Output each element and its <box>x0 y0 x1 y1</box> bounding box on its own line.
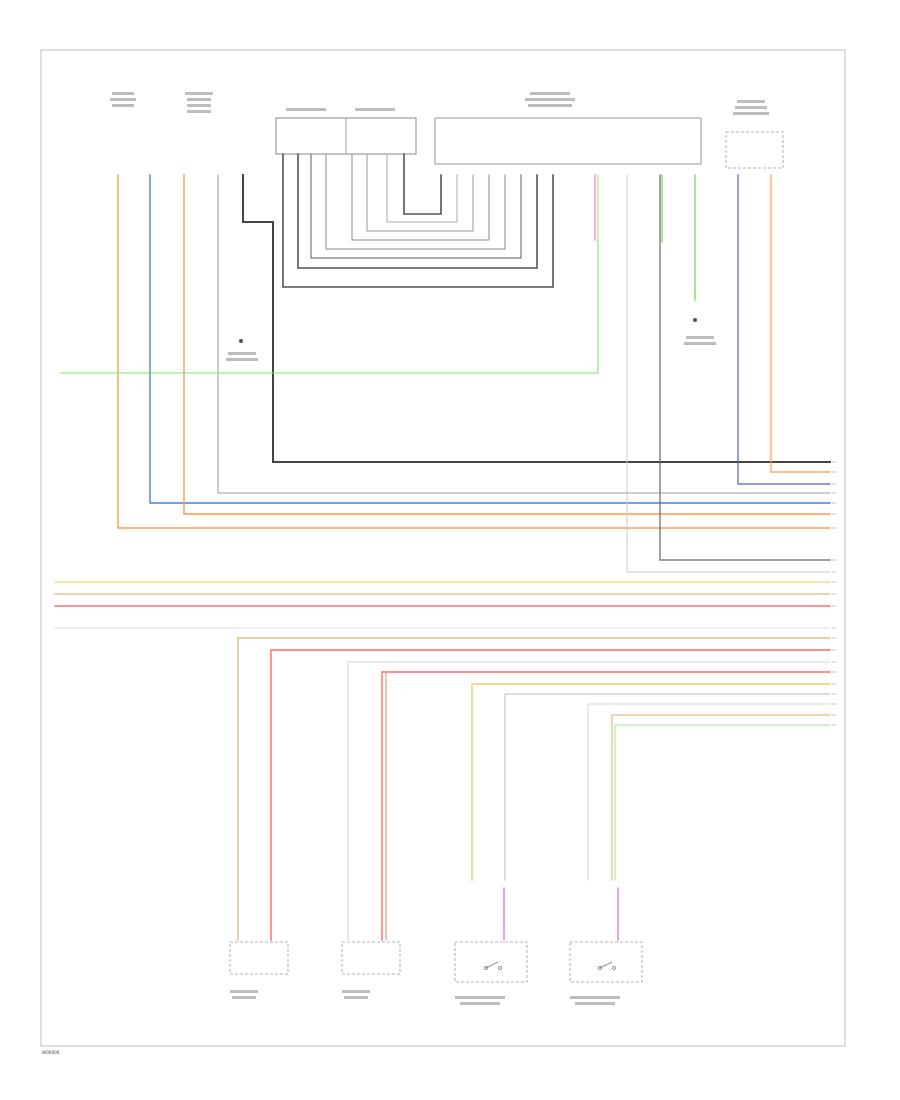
label-mark <box>342 990 370 993</box>
component-box-center <box>434 117 702 165</box>
wire-harness <box>54 153 831 941</box>
label-mark <box>733 112 769 115</box>
switch-arm-2 <box>599 961 613 969</box>
component-box-right <box>725 131 784 169</box>
label-mark <box>185 92 213 95</box>
wire-yellow-low-1 <box>471 683 831 881</box>
label-mark <box>528 104 572 107</box>
wire-tan-low-1 <box>237 637 831 941</box>
wire-orange-1 <box>117 174 831 529</box>
wire-dark-1 <box>242 174 831 463</box>
label-mark <box>230 990 258 993</box>
sensor-box-4 <box>569 941 643 983</box>
label-mark <box>525 98 575 101</box>
label-mark <box>228 352 256 355</box>
bottom-components <box>229 941 643 983</box>
wire-light-1 <box>626 174 831 573</box>
switch-contact-4 <box>612 966 616 970</box>
wire-blue-2 <box>737 174 831 485</box>
label-mark <box>226 358 258 361</box>
wire-green-1 <box>59 174 599 374</box>
label-mark <box>232 996 256 999</box>
harness-loop-4 <box>325 153 506 250</box>
switch-contact-2 <box>498 966 502 970</box>
label-mark <box>112 104 134 107</box>
label-mark <box>530 92 570 95</box>
harness-loop-8 <box>403 153 442 215</box>
wire-red-low-2 <box>381 671 831 941</box>
wire-blue-1 <box>149 174 831 504</box>
sensor-box-1 <box>229 941 289 975</box>
harness-loop-6 <box>366 153 474 232</box>
wire-gray-2 <box>659 174 831 561</box>
label-mark <box>735 106 767 109</box>
sensor-box-3 <box>454 941 528 983</box>
bottom-components-inner <box>484 961 616 970</box>
right-terminal-ticks <box>832 461 836 726</box>
sensor-box-2 <box>341 941 401 975</box>
wire-orange-2 <box>183 174 831 515</box>
ground-point-right <box>693 318 697 322</box>
label-mark <box>455 996 505 999</box>
illegible-label-marks <box>110 92 769 1005</box>
diagram-frame <box>40 49 846 1047</box>
label-mark <box>575 1002 615 1005</box>
wire-gray-1 <box>217 174 831 494</box>
switch-contact-3 <box>598 966 602 970</box>
label-mark <box>110 98 136 101</box>
harness-loop-2 <box>297 153 538 269</box>
switch-arm-1 <box>485 961 499 969</box>
label-mark <box>737 100 765 103</box>
wire-tan-low-3 <box>611 714 831 881</box>
label-mark <box>344 996 368 999</box>
label-mark <box>187 104 211 107</box>
label-mark <box>684 342 716 345</box>
wire-gray-low-1 <box>504 693 831 881</box>
label-mark <box>187 110 211 113</box>
label-mark <box>686 336 714 339</box>
harness-loop-3 <box>310 153 522 259</box>
wire-orange-3 <box>770 174 831 473</box>
label-mark <box>570 996 620 999</box>
label-mark <box>112 92 134 95</box>
harness-loop-7 <box>386 153 458 223</box>
switch-contact-1 <box>484 966 488 970</box>
label-mark <box>355 108 395 111</box>
label-mark <box>187 98 211 101</box>
ground-point-left <box>239 339 243 343</box>
harness-loop-5 <box>351 153 490 241</box>
wire-red-low-1 <box>270 649 831 941</box>
label-mark <box>286 108 326 111</box>
wire-white-low-1 <box>347 661 831 941</box>
wire-white-low-2 <box>587 703 831 881</box>
label-mark <box>460 1002 500 1005</box>
wire-green-low-1 <box>614 724 831 881</box>
harness-loop-1 <box>282 153 554 288</box>
diagram-id: W00000 <box>42 1050 60 1055</box>
